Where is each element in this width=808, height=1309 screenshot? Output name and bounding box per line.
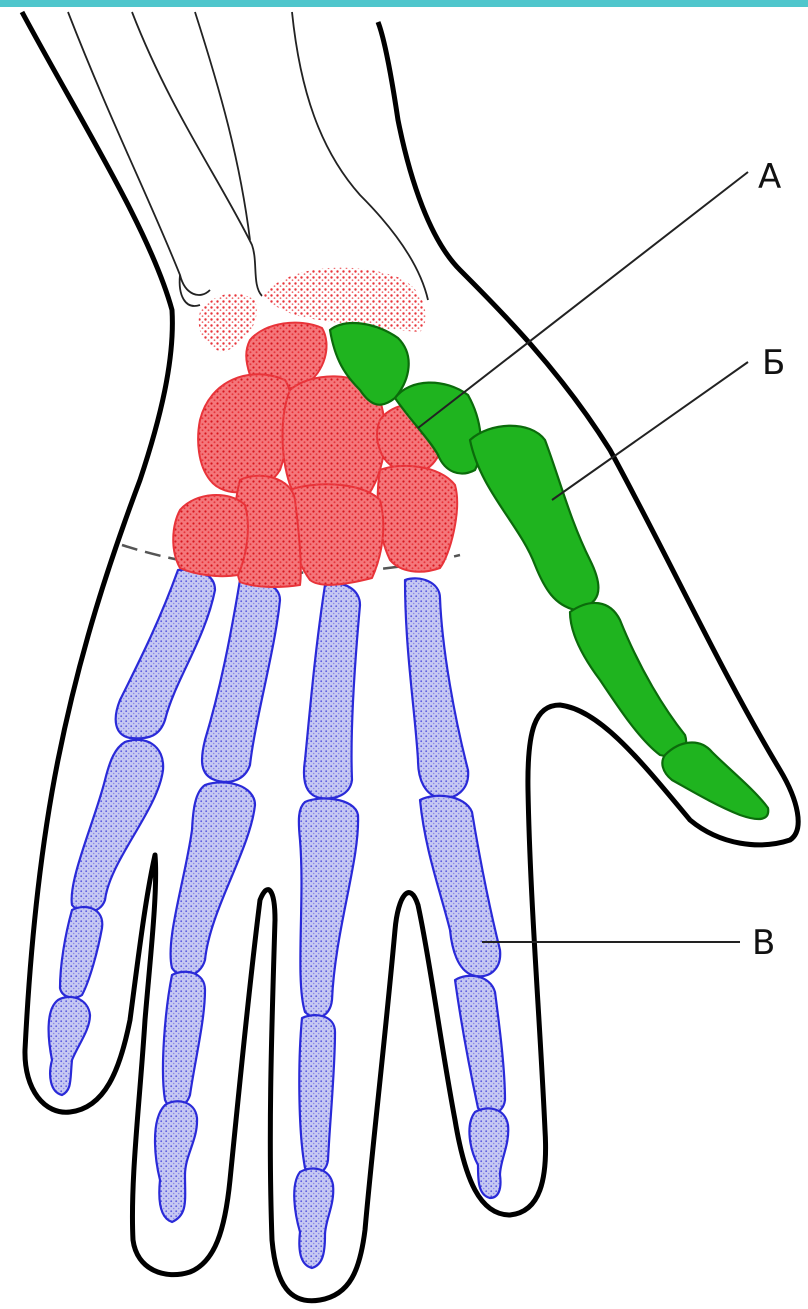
leader-line-b: [552, 362, 748, 500]
label-b: Б: [762, 343, 785, 383]
label-a: А: [758, 157, 781, 197]
carpal-bones: [173, 323, 457, 587]
label-v: В: [752, 923, 775, 963]
metacarpals-and-phalanges: [49, 570, 509, 1268]
thumb-bones: [330, 323, 768, 819]
top-border: [0, 0, 808, 7]
leader-line-a: [418, 172, 748, 428]
forearm-bones: [68, 12, 428, 306]
